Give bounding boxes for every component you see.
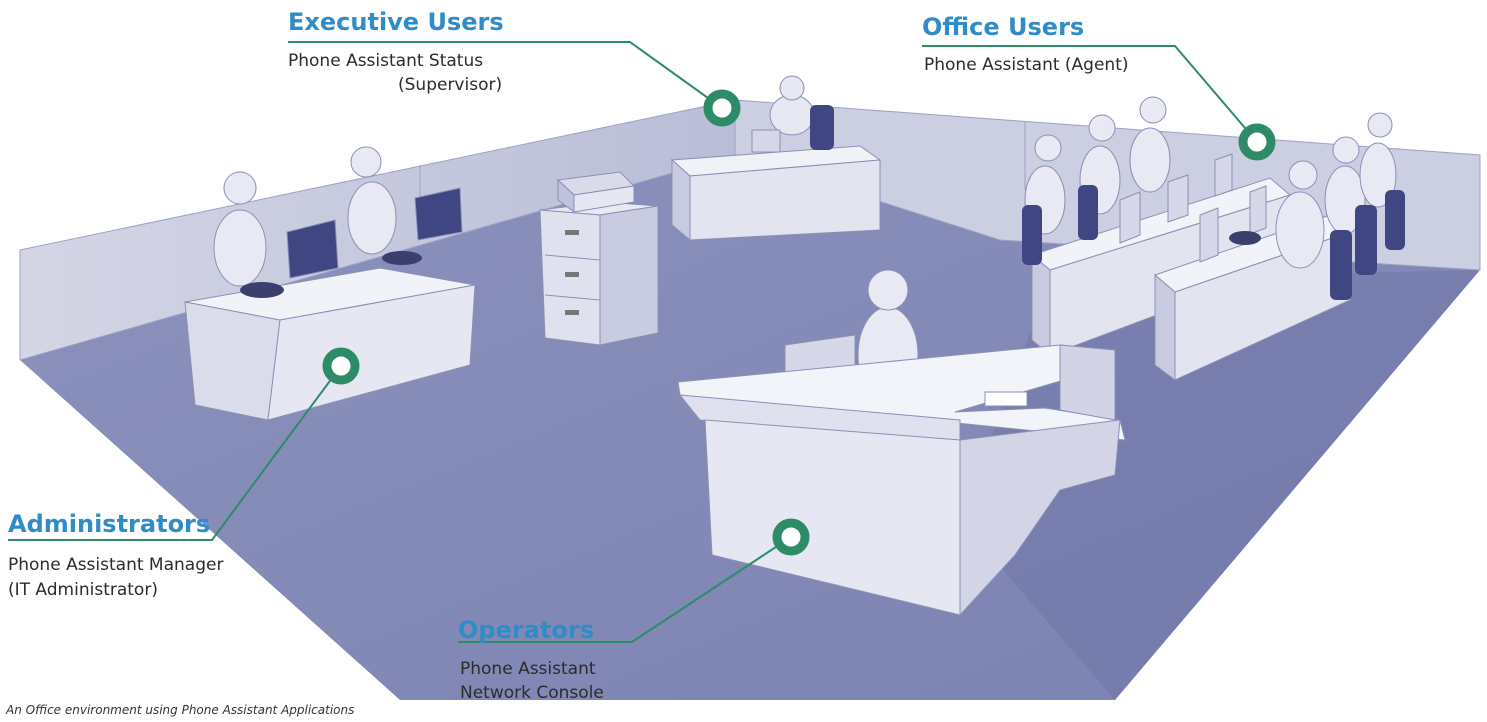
administrators-line2: (IT Administrator)	[8, 580, 158, 600]
markers	[322, 89, 1276, 556]
operator-desk	[677, 269, 1126, 617]
operators-title: Operators	[458, 616, 594, 644]
office-users-line1: Phone Assistant (Agent)	[924, 55, 1129, 75]
operators-marker	[772, 518, 810, 556]
administrators-title: Administrators	[8, 510, 211, 538]
office-users-title: Office Users	[922, 13, 1085, 41]
office-desks	[1022, 96, 1405, 381]
office-marker	[1238, 123, 1276, 161]
executive-users-title: Executive Users	[288, 8, 504, 36]
administrators-marker	[322, 347, 360, 385]
office-leader	[922, 45, 1258, 143]
operators-line2: Network Console	[460, 683, 604, 703]
executive-users-line1: Phone Assistant Status	[288, 51, 484, 71]
administrator-desks	[184, 146, 476, 421]
filing-cabinet	[539, 171, 659, 346]
figure-caption: An Office environment using Phone Assist…	[6, 703, 355, 717]
leader-lines	[8, 41, 1258, 643]
operators-line1: Phone Assistant	[460, 659, 596, 679]
administrators-leader	[8, 365, 342, 541]
executive-users-line2: (Supervisor)	[398, 75, 503, 95]
executive-desk	[670, 75, 882, 242]
administrators-line1: Phone Assistant Manager	[8, 555, 224, 575]
operators-leader	[458, 536, 792, 643]
executive-leader	[288, 41, 723, 109]
executive-marker	[703, 89, 741, 127]
